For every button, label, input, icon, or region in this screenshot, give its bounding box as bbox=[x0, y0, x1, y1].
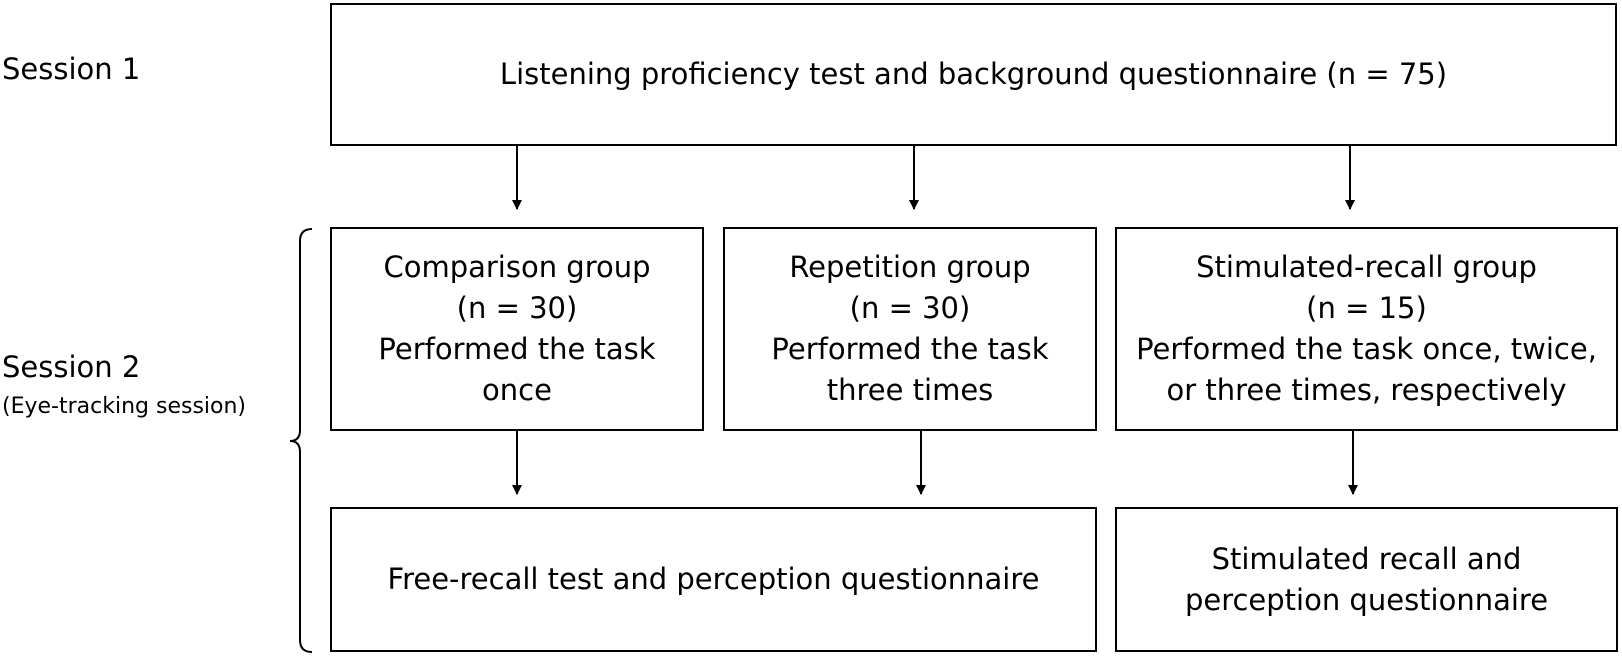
group-name: Stimulated-recall group bbox=[1196, 250, 1537, 284]
group-task-line1: Performed the task bbox=[378, 332, 656, 366]
session-1-label: Session 1 bbox=[2, 52, 141, 86]
stimulated-recall-outcome-box: Stimulated recall and perception questio… bbox=[1115, 507, 1618, 652]
group-count: (n = 30) bbox=[849, 291, 971, 325]
group-count: (n = 30) bbox=[456, 291, 578, 325]
group-count: (n = 15) bbox=[1306, 291, 1427, 325]
free-recall-outcome-box: Free-recall test and perception question… bbox=[330, 507, 1097, 652]
group-task-line2: once bbox=[482, 373, 552, 407]
session-2-note: (Eye-tracking session) bbox=[2, 394, 246, 419]
group-task-line1: Performed the task bbox=[771, 332, 1049, 366]
group-task-line2: or three times, respectively bbox=[1166, 373, 1567, 407]
session-2-bracket bbox=[289, 228, 313, 653]
outcome-text-line1: Stimulated recall and bbox=[1211, 541, 1522, 576]
session-1-box-text: Listening proficiency test and backgroun… bbox=[499, 57, 1448, 91]
group-task-line1: Performed the task once, twice, bbox=[1136, 332, 1597, 366]
outcome-text-line2: perception questionnaire bbox=[1184, 582, 1549, 617]
session-2-label: Session 2 bbox=[2, 350, 141, 384]
repetition-group-box: Repetition group (n = 30) Performed the … bbox=[723, 227, 1097, 431]
comparison-group-box: Comparison group (n = 30) Performed the … bbox=[330, 227, 704, 431]
group-name: Repetition group bbox=[789, 250, 1031, 284]
session-1-box: Listening proficiency test and backgroun… bbox=[330, 3, 1617, 146]
group-task-line2: three times bbox=[826, 373, 994, 407]
group-name: Comparison group bbox=[383, 250, 651, 284]
stimulated-recall-group-box: Stimulated-recall group (n = 15) Perform… bbox=[1115, 227, 1618, 431]
outcome-text: Free-recall test and perception question… bbox=[387, 562, 1040, 596]
